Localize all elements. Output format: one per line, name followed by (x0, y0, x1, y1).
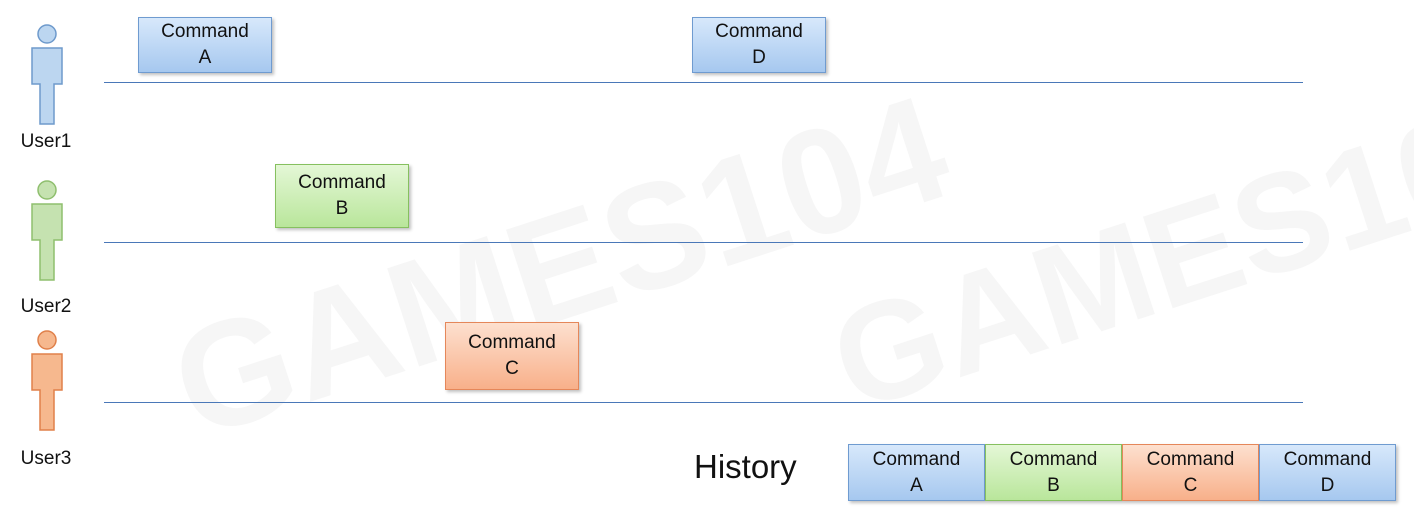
user2-figure-icon (27, 178, 67, 282)
command-a-line2: A (198, 47, 212, 68)
user1-figure-icon (27, 22, 67, 126)
command-a-box: Command A (138, 17, 272, 73)
command-d-box: Command D (692, 17, 826, 73)
command-b-line2: B (335, 198, 349, 219)
command-c-box: Command C (445, 322, 579, 390)
user3-figure-icon (27, 328, 67, 432)
command-d-line1: Command (715, 21, 803, 42)
history-command-b-line2: B (1047, 474, 1060, 496)
history-row: Command A Command B Command C Command D (848, 444, 1396, 501)
watermark-left: GAMES104 (153, 61, 968, 473)
history-command-d-line1: Command (1283, 448, 1372, 470)
history-command-b: Command B (985, 444, 1122, 501)
user3-label: User3 (20, 448, 72, 469)
command-b-box: Command B (275, 164, 409, 228)
user2-label: User2 (20, 296, 72, 317)
watermark-right: GAMES104 (813, 59, 1414, 444)
timeline-user2 (104, 242, 1303, 243)
command-d-line2: D (752, 47, 766, 68)
timeline-user3 (104, 402, 1303, 403)
history-label: History (694, 448, 797, 485)
history-command-b-line1: Command (1009, 448, 1098, 470)
command-c-line1: Command (468, 332, 556, 353)
history-command-c-line2: C (1183, 474, 1198, 496)
history-command-c: Command C (1122, 444, 1259, 501)
command-a-line1: Command (161, 21, 249, 42)
command-b-line1: Command (298, 172, 386, 193)
history-command-a-line1: Command (872, 448, 961, 470)
user1-label: User1 (20, 131, 72, 152)
history-command-d-line2: D (1320, 474, 1335, 496)
command-c-line2: C (505, 358, 519, 379)
history-command-d: Command D (1259, 444, 1396, 501)
timeline-user1 (104, 82, 1303, 83)
history-command-a-line2: A (910, 474, 923, 496)
history-command-c-line1: Command (1146, 448, 1235, 470)
history-command-a: Command A (848, 444, 985, 501)
